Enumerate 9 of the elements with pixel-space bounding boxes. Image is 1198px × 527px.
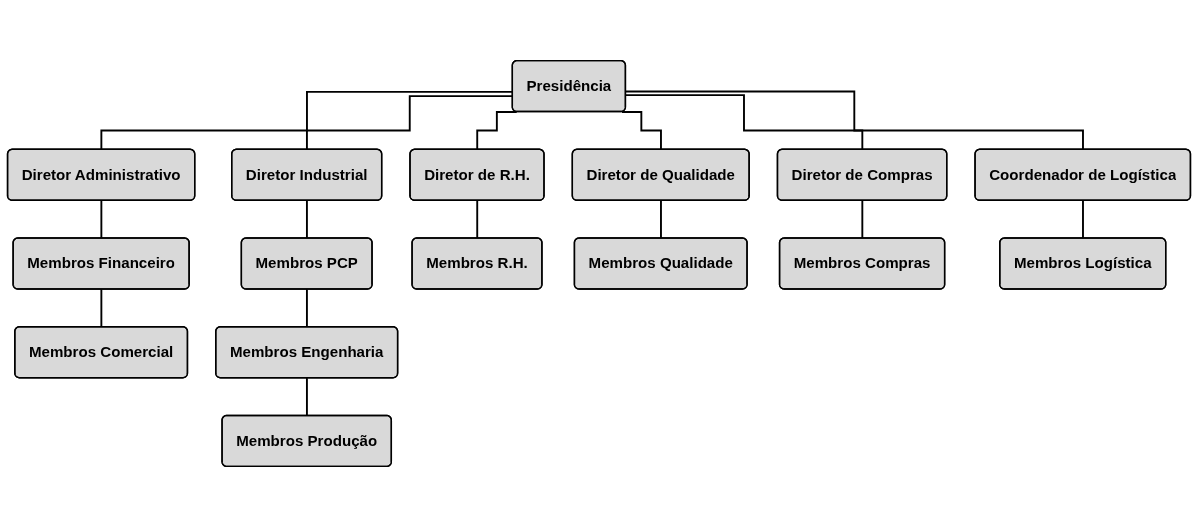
connector xyxy=(861,199,864,240)
connector xyxy=(476,199,479,240)
connector xyxy=(306,377,309,417)
connector xyxy=(306,199,309,240)
connector xyxy=(660,199,663,240)
connector xyxy=(476,111,518,151)
connector xyxy=(1082,199,1085,240)
connector xyxy=(621,111,663,151)
connector xyxy=(100,199,103,240)
